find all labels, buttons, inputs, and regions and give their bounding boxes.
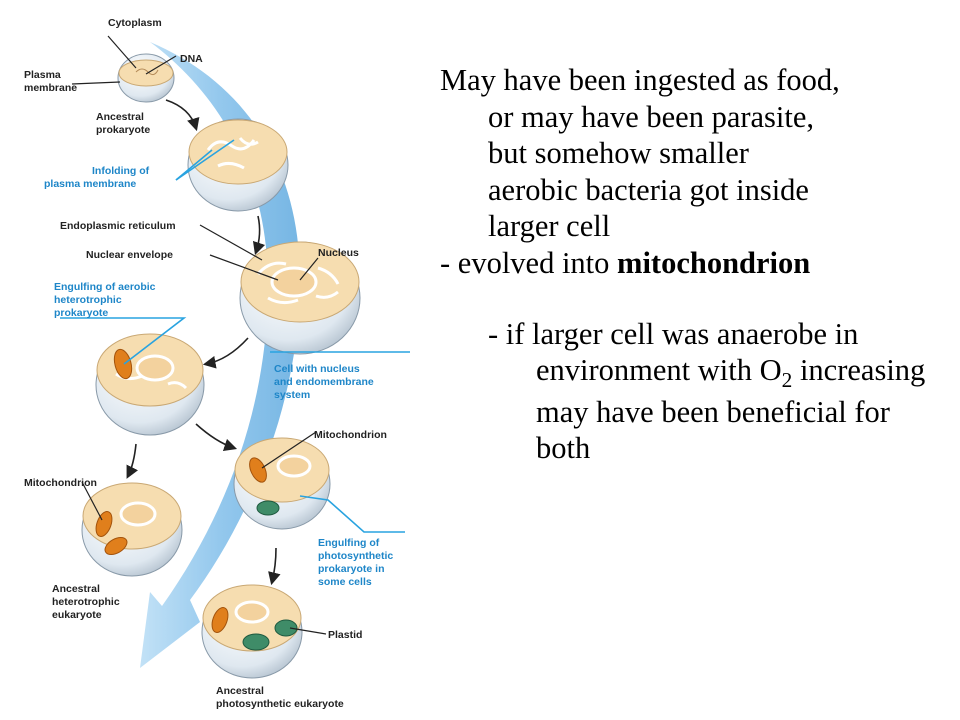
label-cell-with-nucleus: and endomembrane	[274, 376, 374, 388]
step-arrow	[202, 337, 249, 369]
label-infolding: Infolding of	[92, 165, 150, 177]
label-ancestral-prokaryote: prokaryote	[96, 124, 150, 136]
step-arrow	[268, 547, 281, 586]
leader-line	[209, 254, 279, 281]
cell-ancestral-photosynthetic-eukaryote	[201, 584, 303, 679]
text-line: aerobic bacteria got inside	[488, 172, 809, 207]
label-cell-with-nucleus: system	[274, 389, 310, 401]
label-infolding: plasma membrane	[44, 178, 136, 190]
label-dna: DNA	[180, 53, 203, 65]
step-arrow	[252, 215, 266, 256]
leader-line	[289, 627, 327, 635]
text-evolved-prefix: - evolved into	[440, 245, 618, 280]
label-engulfing-aerobic: Engulfing of aerobic	[54, 281, 156, 293]
label-engulfing-aerobic: prokaryote	[54, 307, 108, 319]
text-line: or may have been parasite,	[488, 99, 815, 134]
leader-line-blue	[299, 495, 405, 533]
cell-mitochondrion-photosynthetic	[233, 437, 331, 530]
step-arrow	[165, 99, 200, 132]
label-nuclear-envelope: Nuclear envelope	[86, 249, 173, 261]
label-ancestral-photosynthetic-eukaryote: Ancestral	[216, 685, 264, 697]
paragraph-anaerobe: - if larger cell was anaerobe in environ…	[488, 316, 945, 467]
step-arrow	[195, 423, 238, 452]
label-mitochondrion: Mitochondrion	[314, 429, 387, 441]
explanation-text: May have been ingested as food, or may h…	[440, 62, 945, 467]
leader-line	[145, 55, 177, 75]
leader-line	[261, 431, 317, 469]
label-endoplasmic-reticulum: Endoplasmic reticulum	[60, 220, 176, 232]
label-plastid: Plastid	[328, 629, 362, 641]
leader-line	[299, 257, 319, 281]
text-mitochondrion-bold: mitochondrion	[617, 245, 811, 280]
cell-infolding	[187, 118, 289, 212]
step-arrow	[126, 443, 139, 479]
cell-with-nucleus	[239, 241, 361, 355]
text-line: but somehow smaller	[488, 136, 749, 171]
label-ancestral-prokaryote: Ancestral	[96, 111, 144, 123]
leader-line	[81, 481, 103, 521]
label-ancestral-heterotrophic-eukaryote: Ancestral	[52, 583, 100, 595]
label-plasma-membrane: Plasma	[24, 69, 61, 81]
leader-line	[71, 81, 121, 85]
cell-engulfing-aerobic	[95, 333, 205, 436]
endosymbiosis-diagram: Cytoplasm DNA Plasma membrane Ancestral …	[24, 17, 410, 710]
label-mitochondrion: Mitochondrion	[24, 477, 97, 489]
text-line: May have been ingested as food,	[440, 63, 840, 97]
label-plasma-membrane: membrane	[24, 82, 77, 94]
label-engulfing-aerobic: heterotrophic	[54, 294, 122, 306]
leader-line-blue	[175, 139, 235, 181]
cell-ancestral-heterotrophic-eukaryote	[81, 482, 183, 577]
label-engulfing-photosynthetic: photosynthetic	[318, 550, 393, 562]
label-ancestral-photosynthetic-eukaryote: photosynthetic eukaryote	[216, 698, 344, 710]
label-cell-with-nucleus: Cell with nucleus	[274, 363, 360, 375]
label-nucleus: Nucleus	[318, 247, 359, 259]
paragraph-ingested: May have been ingested as food, or may h…	[440, 62, 945, 245]
text-anaerobe: - if larger cell was anaerobe in environ…	[488, 316, 859, 388]
leader-line	[107, 35, 137, 69]
text-beneficial: increasing may have been beneficial for …	[536, 353, 926, 466]
text-subscript: 2	[781, 368, 793, 393]
label-ancestral-heterotrophic-eukaryote: eukaryote	[52, 609, 102, 621]
leader-line-blue	[60, 317, 187, 365]
label-ancestral-heterotrophic-eukaryote: heterotrophic	[52, 596, 120, 608]
text-line: larger cell	[488, 209, 611, 244]
leader-line	[199, 224, 263, 261]
cell-ancestral-prokaryote	[117, 53, 175, 103]
label-engulfing-photosynthetic: some cells	[318, 576, 372, 588]
label-engulfing-photosynthetic: Engulfing of	[318, 537, 380, 549]
label-cytoplasm: Cytoplasm	[108, 17, 162, 29]
paragraph-evolved: - evolved into mitochondrion	[440, 245, 945, 282]
label-engulfing-photosynthetic: prokaryote in	[318, 563, 385, 575]
